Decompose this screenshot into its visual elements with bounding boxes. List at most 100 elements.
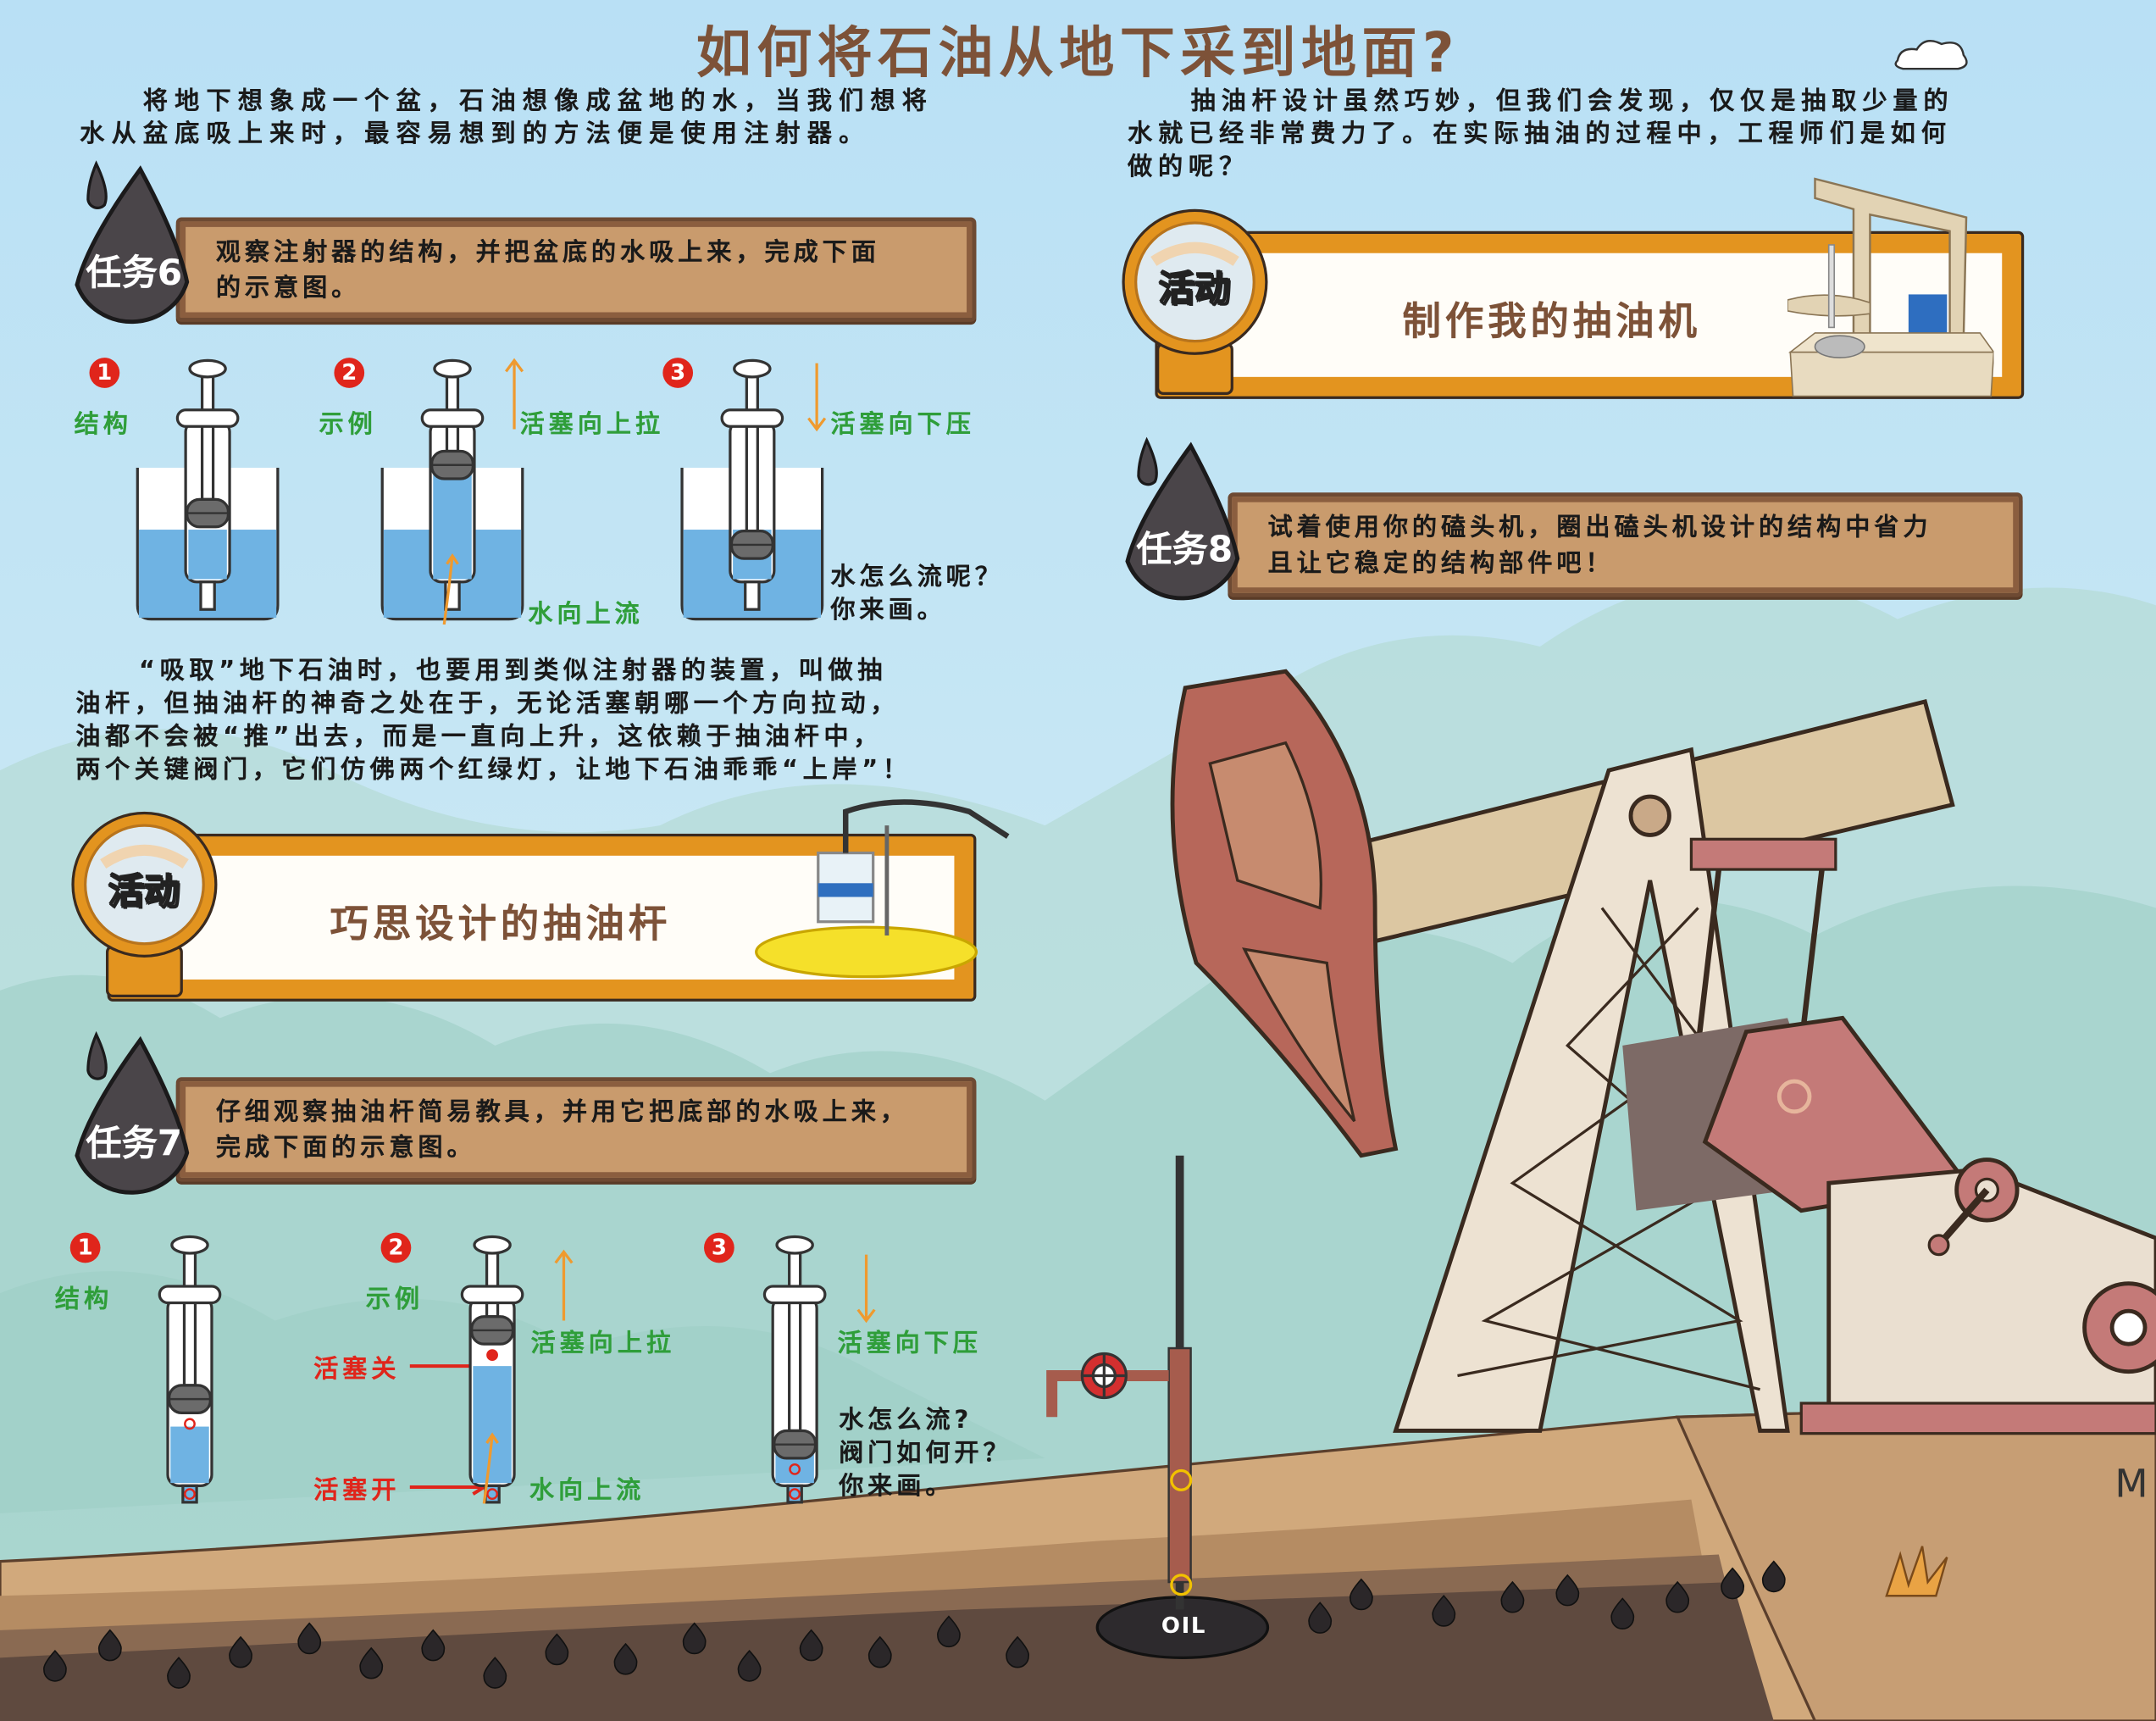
thumb-rest bbox=[775, 1235, 814, 1255]
arrow-up-icon bbox=[554, 1249, 574, 1321]
intro-right-line: 水就已经非常费力了。在实际抽油的过程中，工程师们是如何 bbox=[1127, 119, 1952, 149]
bottom-valve bbox=[486, 1488, 498, 1501]
plunger-rod bbox=[200, 367, 215, 501]
connecting-rod bbox=[1936, 1187, 1990, 1247]
gauge-icon bbox=[71, 811, 218, 998]
oil-droplet-icon bbox=[1665, 1580, 1690, 1613]
syringe-in-beaker-exercise bbox=[677, 355, 829, 630]
syringe-in-beaker-example bbox=[377, 355, 529, 630]
label-example: 示例 bbox=[319, 409, 377, 439]
oil-droplet-icon bbox=[613, 1642, 638, 1675]
oil-label: OIL bbox=[1161, 1612, 1207, 1639]
task7-line: 仔细观察抽油杆简易教具，并用它把底部的水吸上来， bbox=[215, 1097, 909, 1127]
oil-droplet-icon bbox=[867, 1635, 892, 1668]
pump-jack bbox=[1170, 669, 2156, 1435]
task6-banner: 观察注射器的结构，并把盆底的水吸上来，完成下面 的示意图。 bbox=[175, 217, 977, 322]
syringe-water bbox=[473, 1366, 512, 1484]
task6-line: 观察注射器的结构，并把盆底的水吸上来，完成下面 bbox=[215, 237, 880, 267]
activity2-title: 制作我的抽油机 bbox=[1402, 298, 1701, 344]
plunger-valve bbox=[184, 1418, 196, 1430]
oil-droplet-icon bbox=[936, 1615, 961, 1648]
question-line: 你来画。 bbox=[830, 595, 946, 625]
oil-droplet-icon bbox=[799, 1629, 823, 1662]
activity2-badge: 活动 bbox=[1158, 269, 1231, 311]
arrow-down-icon bbox=[807, 363, 827, 432]
task8-drop: 任务8 bbox=[1119, 435, 1250, 616]
task8-line: 且让它稳定的结构部件吧！ bbox=[1267, 548, 1615, 578]
oil-droplet-icon bbox=[737, 1649, 762, 1682]
explanation-paragraph: “吸取”地下石油时，也要用到类似注射器的装置，叫做抽 油杆，但抽油杆的神奇之处在… bbox=[75, 655, 912, 787]
activity1-banner: 巧思设计的抽油杆 bbox=[107, 799, 1010, 1002]
arrow-up-icon bbox=[505, 358, 524, 430]
oil-droplet-icon bbox=[1308, 1602, 1333, 1634]
oil-droplet-icon bbox=[1555, 1574, 1580, 1607]
pump-rod-model-photo bbox=[755, 799, 1010, 979]
oil-droplet-icon bbox=[1349, 1578, 1373, 1611]
paragraph-line: 油杆，但抽油杆的神奇之处在于，无论活塞朝哪一个方向拉动， bbox=[75, 689, 900, 719]
grass-tuft-icon bbox=[1885, 1546, 1948, 1597]
flow-arrow-icon bbox=[442, 552, 459, 625]
arrow-down-icon bbox=[856, 1254, 876, 1324]
plunger-rod bbox=[788, 1243, 802, 1433]
horse-head-window bbox=[1208, 741, 1322, 910]
label-valve-closed: 活塞关 bbox=[313, 1355, 401, 1385]
finger-flange bbox=[158, 1285, 222, 1305]
plunger-rod bbox=[485, 1243, 500, 1319]
plunger-rod bbox=[182, 1243, 197, 1387]
task6-instructions: 观察注射器的结构，并把盆底的水吸上来，完成下面 的示意图。 bbox=[216, 236, 880, 307]
oil-droplet-icon bbox=[1761, 1560, 1786, 1593]
question-line: 水怎么流呢？ bbox=[830, 563, 1004, 592]
rod-joint bbox=[1927, 1234, 1950, 1257]
label-structure: 结构 bbox=[74, 409, 132, 439]
question-line: 你来画。 bbox=[839, 1472, 955, 1502]
intro-right: 抽油杆设计虽然巧妙，但我们会发现，仅仅是抽取少量的 水就已经非常费力了。在实际抽… bbox=[1128, 86, 1954, 185]
crank-hub bbox=[1776, 1079, 1812, 1114]
paragraph-line: 两个关键阀门，它们仿佛两个红绿灯，让地下石油乖乖“上岸”！ bbox=[75, 755, 912, 785]
step-number: 1 bbox=[89, 358, 120, 388]
task7-instructions: 仔细观察抽油杆简易教具，并用它把底部的水吸上来， 完成下面的示意图。 bbox=[216, 1095, 909, 1166]
oil-droplet-icon bbox=[1500, 1580, 1525, 1613]
step-number: 1 bbox=[69, 1232, 101, 1263]
syringe-drawing bbox=[158, 1235, 222, 1504]
motor-axle bbox=[2109, 1308, 2148, 1346]
bottom-valve bbox=[184, 1488, 196, 1501]
task6-question: 水怎么流呢？ 你来画。 bbox=[830, 561, 1004, 627]
intro-left: 将地下想象成一个盆，石油想像成盆地的水，当我们想将 水从盆底吸上来时，最容易想到… bbox=[80, 86, 934, 152]
syringe-water bbox=[188, 530, 227, 580]
activity1-title: 巧思设计的抽油杆 bbox=[330, 901, 672, 947]
thumb-rest bbox=[733, 358, 772, 379]
finger-flange bbox=[420, 408, 485, 428]
question-line: 水怎么流? bbox=[839, 1406, 973, 1435]
oil-droplet-icon bbox=[167, 1657, 191, 1689]
plunger-valve bbox=[789, 1463, 801, 1475]
label-example: 示例 bbox=[365, 1285, 424, 1314]
oil-droplet-icon bbox=[682, 1622, 707, 1655]
oil-drop-icon bbox=[75, 160, 190, 325]
oil-droplet-icon bbox=[97, 1629, 122, 1662]
oil-droplet-icon bbox=[545, 1633, 569, 1666]
gearbox-platform bbox=[1799, 1402, 2156, 1435]
beam-pivot bbox=[1628, 794, 1671, 837]
label-water-up: 水向上流 bbox=[529, 1476, 646, 1506]
gearbox-base bbox=[1826, 1167, 2156, 1413]
label-water-up: 水向上流 bbox=[528, 599, 644, 629]
pump-rod-structure bbox=[147, 1231, 233, 1509]
cloud-icon bbox=[1894, 40, 1968, 70]
label-pull-up: 活塞向上拉 bbox=[530, 1329, 675, 1358]
intro-left-line: 水从盆底吸上来时，最容易想到的方法便是使用注射器。 bbox=[80, 119, 871, 149]
intro-right-line: 抽油杆设计虽然巧妙，但我们会发现，仅仅是抽取少量的 bbox=[1190, 86, 1954, 116]
activity1-gauge: 活动 bbox=[69, 809, 220, 999]
syringe-drawing bbox=[380, 358, 524, 625]
step-number: 2 bbox=[380, 1232, 412, 1263]
syringe-in-beaker-structure bbox=[132, 355, 284, 630]
task7-drop: 任务7 bbox=[69, 1029, 199, 1210]
oil-drop-icon bbox=[1125, 436, 1240, 601]
gauge-icon bbox=[1122, 208, 1268, 395]
oil-droplet-icon bbox=[297, 1622, 322, 1655]
task6-drop: 任务6 bbox=[69, 158, 199, 340]
horse-head-window bbox=[1242, 947, 1356, 1123]
syringe-drawing bbox=[762, 1235, 827, 1504]
plunger-rod bbox=[745, 367, 759, 533]
syringe-water bbox=[170, 1426, 209, 1484]
